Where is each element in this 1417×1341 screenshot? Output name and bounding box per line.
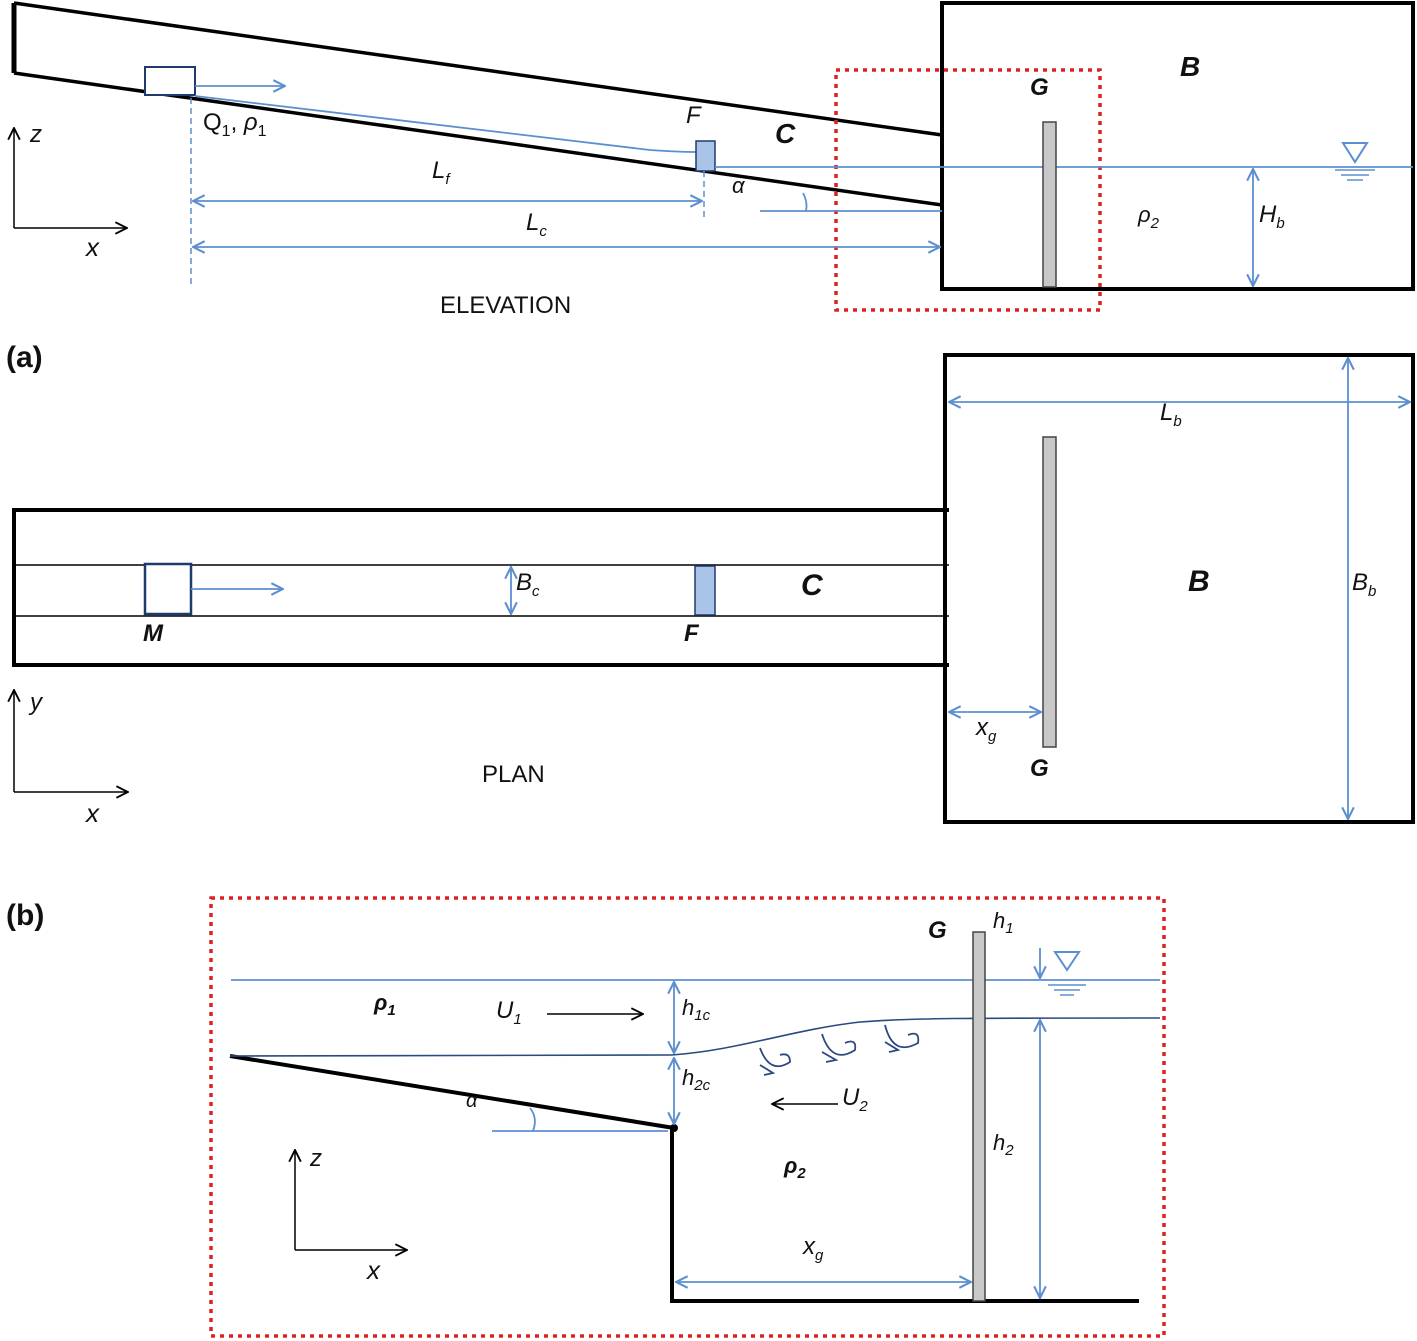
- plan-basin-outline: [943, 353, 1415, 824]
- rho2-label: ρ2: [1137, 202, 1160, 232]
- billow-tip-1: [759, 1064, 776, 1076]
- Bc-label: Bc: [516, 569, 540, 600]
- gate-G-label: G: [1030, 74, 1049, 101]
- h1-label: h1: [993, 908, 1014, 937]
- panel-b-label: (b): [6, 899, 44, 932]
- elevation-title: ELEVATION: [440, 292, 571, 319]
- flow-label: Q1, ρ1: [203, 109, 267, 140]
- detail-rho2-label: ρ2: [783, 1153, 806, 1182]
- detail-rho1-label: ρ1: [373, 990, 396, 1019]
- detail-alpha-label: α: [466, 1090, 478, 1112]
- detail-x-axis-label: x: [365, 1255, 381, 1285]
- M-label: M: [143, 620, 164, 647]
- panel-a-label: (a): [6, 341, 43, 374]
- Bb-label: Bb: [1352, 569, 1376, 600]
- y-axis-label: y: [28, 689, 44, 716]
- gate-G: [1042, 121, 1057, 288]
- billows: [759, 1024, 920, 1076]
- inflow-box-M: [143, 562, 193, 616]
- plan-xg-label: xg: [975, 714, 997, 745]
- basin-B-label: B: [1180, 51, 1200, 82]
- alpha-label: α: [732, 173, 746, 198]
- billow-2: [821, 1033, 857, 1056]
- probe-F: [695, 140, 716, 172]
- elevation-view: Q1, ρ1 F C B G α Lf Lc ρ2 Hb z x ELEVATI…: [13, 1, 1415, 319]
- plan-view: M F C B G Bc Lb Bb xg y x PLAN: [14, 353, 1415, 828]
- inflow-box: [144, 66, 196, 96]
- U1-label: U1: [496, 997, 522, 1028]
- density-interface: [229, 1017, 1161, 1057]
- detail-gate-G: [972, 931, 986, 1302]
- billow-3: [884, 1024, 920, 1049]
- plan-B-label: B: [1188, 565, 1210, 598]
- current-interface: [194, 95, 697, 153]
- channel-top-wall: [13, 1, 943, 137]
- detail-highlight-box: [834, 68, 1102, 312]
- Lf-label: Lf: [432, 157, 451, 188]
- detail-view: G h1 ρ1 U1 h1c h2c U2 α ρ2 h2 xg z x: [209, 896, 1166, 1338]
- h2-label: h2: [993, 1130, 1014, 1159]
- water-level-icon: [1341, 142, 1369, 164]
- plan-x-axis-label: x: [84, 798, 100, 828]
- billow-tip-2: [821, 1051, 839, 1063]
- plan-C-label: C: [801, 569, 824, 602]
- h1c-label: h1c: [682, 995, 711, 1024]
- detail-alpha-arc: [529, 1107, 536, 1132]
- billow-tip-3: [884, 1041, 901, 1053]
- detail-sloping-bed: [229, 1054, 675, 1130]
- x-axis-label: x: [84, 232, 100, 262]
- plan-title: PLAN: [482, 761, 545, 788]
- detail-xg-label: xg: [802, 1233, 824, 1264]
- Hb-label: Hb: [1259, 201, 1285, 232]
- plan-G-label: G: [1030, 755, 1049, 782]
- z-axis-label: z: [29, 121, 42, 148]
- channel-C-label: C: [775, 118, 796, 149]
- plan-gate-G: [1042, 436, 1057, 748]
- detail-G-label: G: [928, 917, 947, 944]
- U2-label: U2: [842, 1084, 868, 1115]
- plan-F-label: F: [684, 620, 700, 647]
- alpha-arc: [802, 192, 808, 212]
- probe-F-label: F: [686, 102, 702, 129]
- detail-z-axis-label: z: [309, 1145, 322, 1172]
- detail-water-level-icon: [1053, 951, 1081, 972]
- Lb-label: Lb: [1160, 399, 1182, 430]
- basin-outline: [940, 1, 1415, 291]
- plan-probe-F: [694, 565, 716, 616]
- detail-frame: [209, 896, 1166, 1338]
- Lc-label: Lc: [526, 209, 547, 240]
- h2c-label: h2c: [682, 1065, 711, 1094]
- billow-1: [759, 1047, 791, 1068]
